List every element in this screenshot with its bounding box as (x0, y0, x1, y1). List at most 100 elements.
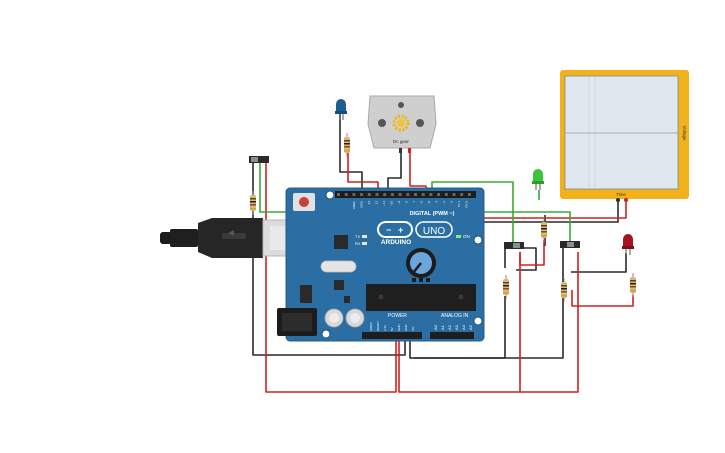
plotter-x-label: Time (616, 192, 626, 197)
wire-black[interactable] (504, 247, 513, 268)
header-pin[interactable] (437, 193, 441, 196)
mounting-hole (321, 329, 331, 339)
capacitor (324, 308, 344, 328)
power-jack[interactable] (277, 308, 317, 336)
resistor[interactable] (250, 191, 256, 215)
header-pin[interactable] (414, 193, 417, 196)
wire-red[interactable] (426, 200, 627, 219)
oscilloscope-screen (564, 75, 679, 190)
resistor[interactable] (344, 133, 350, 157)
arduino-logo: − + (377, 221, 453, 238)
header-pin[interactable] (375, 193, 379, 196)
regulator (300, 285, 312, 303)
header-pin[interactable] (383, 193, 387, 196)
digital-pin-label: GND (360, 200, 364, 208)
resistor[interactable] (630, 273, 636, 297)
wire-red[interactable] (520, 252, 579, 393)
digital-pin-label: TX 1 (457, 201, 461, 208)
digital-pin-label: ~9 (397, 201, 401, 205)
header-pin[interactable] (444, 193, 448, 196)
svg-text:−: − (386, 225, 391, 235)
svg-text:+: + (398, 225, 403, 235)
motor-label: Dc gear (393, 139, 409, 144)
digital-pin-label: 8 (405, 201, 409, 203)
wire-red[interactable] (398, 252, 521, 393)
analog-pin-label: A5 (468, 324, 473, 330)
slide-switch[interactable] (560, 241, 580, 248)
power-pin-label: IOREF (369, 322, 373, 331)
on-led (456, 235, 461, 238)
digital-pin-label: 13 (367, 201, 371, 205)
resistor[interactable] (503, 275, 509, 299)
capacitor (345, 308, 365, 328)
wire-black[interactable] (516, 247, 537, 271)
wire-black[interactable] (252, 163, 406, 356)
led-green[interactable] (532, 169, 544, 190)
header-pin[interactable] (452, 193, 456, 196)
reset-button[interactable] (293, 193, 315, 211)
gear-icon (392, 114, 410, 132)
smd-chip (334, 280, 344, 290)
header-pin[interactable] (398, 193, 402, 196)
dc-gear-motor[interactable]: Dc gear (367, 95, 437, 153)
header-pin[interactable] (467, 193, 471, 196)
digital-pin-label: ~11 (382, 201, 386, 206)
wire-red[interactable] (519, 240, 545, 266)
header-pin[interactable] (429, 193, 433, 196)
digital-pin-label: 12 (375, 201, 379, 205)
wire-black[interactable] (339, 112, 363, 195)
tx-led (362, 235, 367, 238)
digital-pin-label: ~5 (427, 201, 431, 205)
header-pin[interactable] (360, 193, 364, 196)
led-blue[interactable] (335, 99, 347, 120)
analog-pin-label: A3 (454, 324, 459, 330)
power-pin-label: GND (404, 324, 408, 332)
header-pin[interactable] (344, 193, 348, 196)
wire-black[interactable] (387, 148, 402, 195)
brand-label: ARDUINO (381, 239, 411, 246)
digital-pin-label: 2 (450, 201, 454, 203)
crystal (320, 260, 357, 273)
header-pin[interactable] (367, 193, 371, 196)
model-label: UNO (423, 226, 445, 237)
header-pin[interactable] (460, 193, 464, 196)
mounting-hole (473, 316, 483, 326)
header-pin[interactable] (337, 193, 340, 196)
rx-led (362, 242, 367, 245)
on-label: ON (463, 234, 470, 239)
power-pin-label: RESET (376, 321, 380, 331)
led-red[interactable] (622, 234, 634, 255)
digital-pin-label: AREF (352, 201, 356, 209)
header-pin[interactable] (406, 193, 410, 196)
smd-chip (344, 296, 350, 303)
resistor[interactable] (541, 218, 547, 242)
atmega-chip (366, 284, 476, 311)
mounting-hole (325, 190, 335, 200)
slide-switch[interactable] (504, 242, 524, 249)
tx-label: TX (355, 234, 360, 239)
analog-pin-label: A0 (433, 324, 438, 330)
digital-pin-label: 4 (435, 201, 439, 203)
analog-pin-label: A4 (461, 324, 466, 330)
resistor[interactable] (561, 278, 567, 302)
digital-pin-label: ~3 (442, 201, 446, 205)
wire-red[interactable] (571, 290, 634, 307)
power-pin-label: GND (397, 324, 401, 332)
header-pin[interactable] (421, 193, 425, 196)
analog-pin-label: A1 (440, 324, 445, 330)
header-pin[interactable] (352, 193, 356, 196)
wire-black[interactable] (571, 253, 627, 273)
rx-label: RX (355, 241, 361, 246)
digital-header (335, 191, 476, 198)
slide-switch[interactable] (249, 156, 269, 163)
power-header (362, 332, 422, 339)
digital-pin-label: 7 (412, 201, 416, 203)
oscilloscope[interactable]: Time Voltage (560, 70, 689, 202)
digital-pin-label: ~6 (420, 201, 424, 205)
header-pin[interactable] (390, 193, 394, 196)
potentiometer[interactable] (406, 248, 436, 282)
